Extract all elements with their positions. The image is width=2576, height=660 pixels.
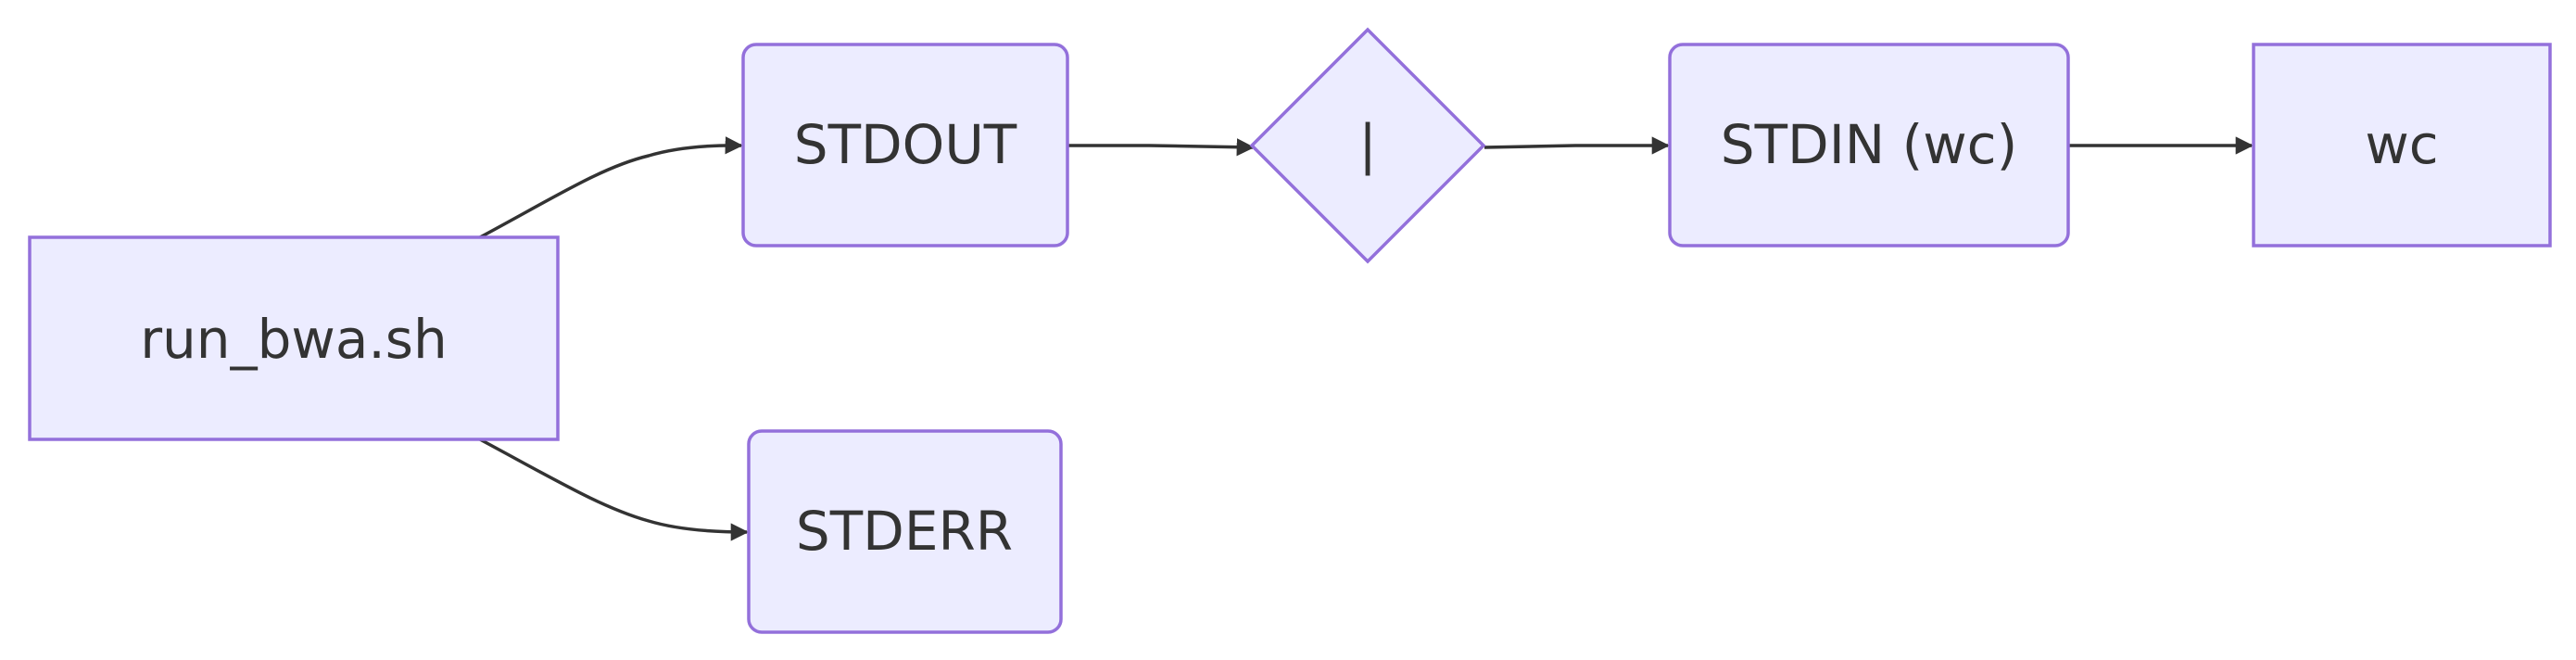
node-stderr-label: STDERR: [796, 500, 1013, 563]
node-stdin-wc-shape: [1668, 43, 2070, 248]
node-stdout-label: STDOUT: [794, 113, 1017, 176]
edge-run-bwa-to-stderr: [479, 438, 749, 541]
node-run-bwa-label: run_bwa.sh: [140, 308, 448, 371]
node-stdout[interactable]: STDOUT: [741, 43, 1069, 248]
node-pipe-label: |: [1358, 113, 1377, 176]
node-stderr[interactable]: STDERR: [747, 429, 1063, 634]
node-wc-label: wc: [2365, 113, 2438, 176]
node-stdout-shape: [741, 43, 1069, 248]
node-wc[interactable]: wc: [2252, 43, 2552, 248]
edge-run-bwa-to-stdout: [479, 136, 743, 239]
node-pipe-shape: [1249, 27, 1486, 264]
edge-stdout-to-pipe: [1067, 138, 1255, 157]
node-stdin-wc-label: STDIN (wc): [1721, 113, 2017, 176]
node-run-bwa[interactable]: run_bwa.sh: [28, 235, 560, 441]
node-stderr-shape: [747, 429, 1063, 634]
node-pipe[interactable]: |: [1249, 27, 1486, 264]
edges: [479, 136, 2254, 541]
node-stdin-wc[interactable]: STDIN (wc): [1668, 43, 2070, 248]
edge-pipe-to-stdin-wc: [1484, 136, 1670, 155]
node-run-bwa-shape: [28, 235, 560, 441]
node-wc-shape: [2252, 43, 2552, 248]
